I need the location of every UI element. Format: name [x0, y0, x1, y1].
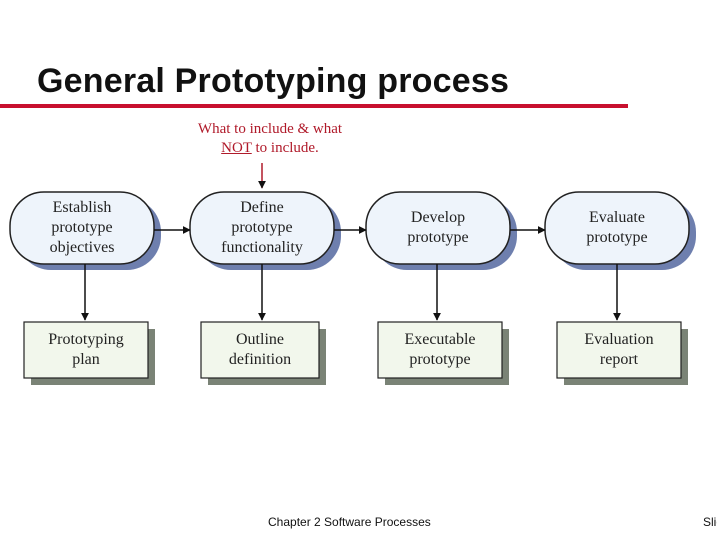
stage-establish-objectives [9, 191, 161, 270]
annotation-note: What to include & what NOT to include. [170, 120, 370, 158]
doc-executable-prototype [377, 321, 509, 385]
annotation-rest: to include. [251, 140, 319, 156]
stage-label-establish: Establish prototype objectives [49, 199, 115, 256]
stage-evaluate-prototype [544, 191, 696, 270]
stage-label-develop: Develop prototype [407, 209, 469, 246]
doc-label-outline: Outline definition [228, 331, 292, 368]
stage-label-evaluate: Evaluate prototype [586, 209, 648, 246]
doc-label-report: Evaluation report [584, 331, 654, 368]
annotation-line-2: NOT to include. [170, 139, 370, 158]
stage-label-define: Define prototype functionality [221, 199, 303, 256]
title-underline [0, 104, 628, 108]
doc-outline-definition [200, 321, 326, 385]
footer-chapter: Chapter 2 Software Processes [268, 515, 431, 529]
annotation-line-1: What to include & what [197, 121, 343, 137]
doc-label-plan: Prototyping plan [48, 331, 124, 368]
doc-prototyping-plan [23, 321, 155, 385]
slide-number: Slide [703, 515, 717, 529]
stage-develop-prototype [365, 191, 517, 270]
doc-evaluation-report [556, 321, 688, 385]
doc-label-executable: Executable prototype [404, 331, 476, 368]
slide-title: General Prototyping process [37, 62, 510, 100]
annotation-not: NOT [221, 140, 252, 156]
